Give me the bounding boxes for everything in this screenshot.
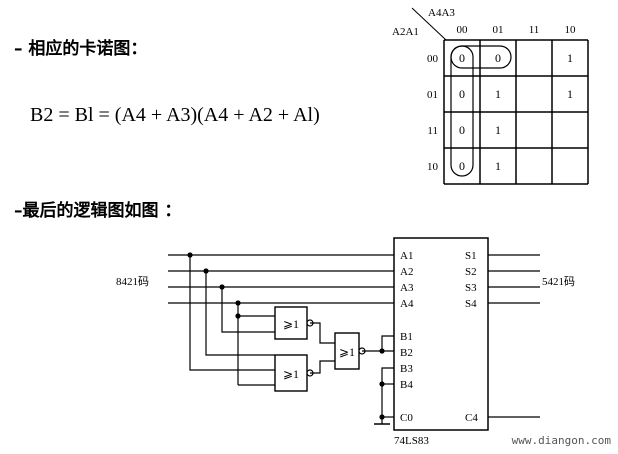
kmap-row-header: 11 (427, 125, 438, 137)
gate-label: ⩾1 (283, 317, 299, 331)
wire-gate2-out (310, 360, 335, 374)
adder-chip (393, 237, 489, 431)
kmap-cell-value: 0 (459, 87, 465, 101)
watermark: www.diangon.com (512, 434, 612, 447)
kmap-row-header: 10 (427, 161, 439, 173)
kmap-cell-value: 1 (495, 159, 501, 173)
chip-pin-label: S1 (465, 250, 477, 262)
junction-dot (235, 313, 241, 319)
junction-dot (187, 252, 193, 258)
kmap-cell-value: 1 (495, 123, 501, 137)
kmap-col-header: 01 (493, 24, 504, 36)
gate-label: ⩾1 (283, 367, 299, 381)
kmap-col-variable: A4A3 (428, 7, 455, 19)
chip-pin-label: C0 (400, 412, 413, 424)
chip-pin-label: B2 (400, 347, 413, 359)
wire-a1 (189, 255, 275, 371)
chip-pin-label: B4 (400, 379, 413, 391)
kmap-cell-value: 1 (567, 51, 573, 65)
wire-b3 (381, 367, 394, 417)
karnaugh-heading: – 相应的卡诺图： (14, 39, 148, 59)
kmap-cell-value: 1 (495, 87, 501, 101)
kmap-col-header: 00 (457, 24, 469, 36)
chip-pin-label: A4 (400, 298, 414, 310)
chip-pin-label: B1 (400, 331, 413, 343)
chip-pin-label: A3 (400, 282, 414, 294)
chip-pin-label: C4 (465, 412, 478, 424)
gate-label: ⩾1 (339, 345, 355, 359)
kmap-diagonal (411, 7, 447, 41)
junction-dot (379, 381, 385, 387)
junction-dot (219, 284, 225, 290)
junction-dot (203, 268, 209, 274)
kmap-row-header: 01 (427, 89, 438, 101)
kmap-col-header: 10 (565, 24, 577, 36)
logic-heading: –最后的逻辑图如图 ： (14, 201, 182, 221)
output-label: 5421码 (542, 275, 575, 288)
chip-pin-label: A2 (400, 266, 413, 278)
kmap-col-header: 11 (529, 24, 540, 36)
kmap-row-variable: A2A1 (392, 26, 419, 38)
chip-pin-label: S4 (465, 298, 477, 310)
kmap-group-loop (450, 45, 474, 177)
formula: B2 = Bl = (A4 + A3)(A4 + A2 + Al) (30, 104, 320, 126)
junction-dot (235, 300, 241, 306)
kmap-cell-value: 0 (495, 51, 501, 65)
kmap-cell-value: 0 (459, 51, 465, 65)
wire-a2 (205, 271, 275, 356)
wire-a4 (237, 303, 275, 317)
kmap-cell-value: 1 (567, 87, 573, 101)
kmap-row-header: 00 (427, 53, 439, 65)
input-label: 8421码 (116, 275, 149, 288)
chip-pin-label: B3 (400, 363, 413, 375)
chip-pin-label: S3 (465, 282, 477, 294)
chip-pin-label: A1 (400, 250, 413, 262)
chip-pin-label: S2 (465, 266, 477, 278)
kmap-cell-value: 0 (459, 159, 465, 173)
kmap-cell-value: 0 (459, 123, 465, 137)
wire-b1 (381, 335, 394, 351)
chip-name: 74LS83 (394, 435, 429, 447)
wire-a3 (221, 287, 275, 333)
wire-gate1-out (310, 322, 335, 344)
